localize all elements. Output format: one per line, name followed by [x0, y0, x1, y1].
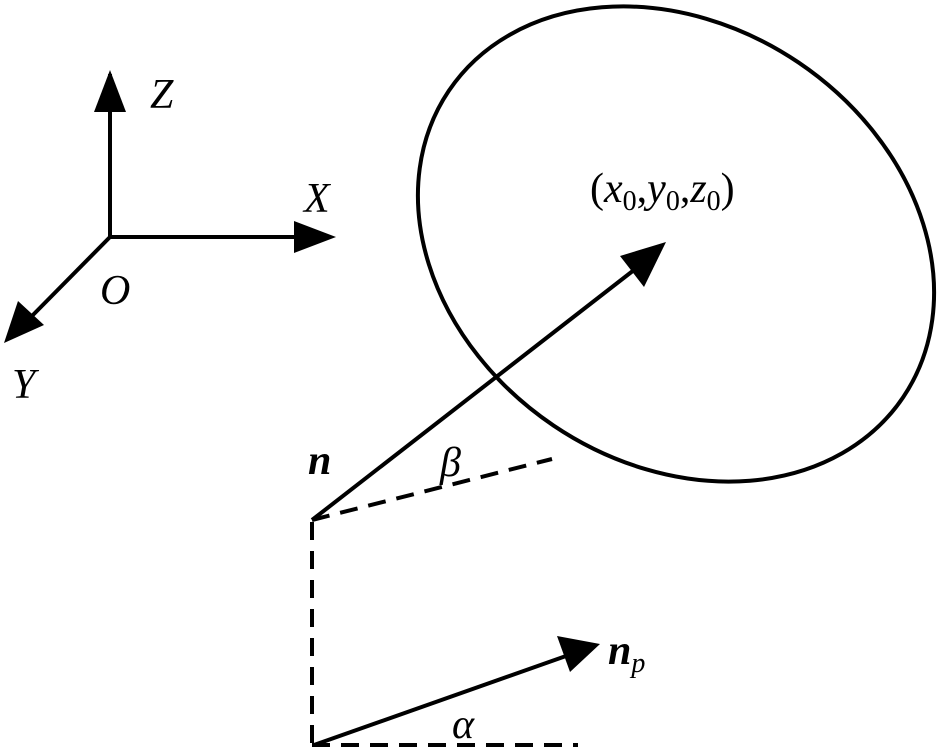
center-coordinates-label: (x0,y0,z0): [590, 166, 735, 217]
z-axis-label: Z: [150, 72, 174, 118]
coordinate-axes: Z X Y O: [4, 70, 336, 408]
target-ellipse: [415, 4, 937, 484]
projected-vector-arrowhead: [557, 636, 600, 672]
y-axis: [26, 235, 112, 322]
normal-vector: [310, 268, 636, 522]
projected-vector: [313, 654, 567, 747]
normal-vector-label: n: [308, 438, 331, 484]
beta-reference-dashed-line: [311, 457, 553, 522]
x-axis-label: X: [302, 176, 332, 222]
alpha-angle-label: α: [452, 702, 475, 748]
projected-vector-label: np: [608, 628, 645, 679]
normal-vector-arrowhead: [620, 242, 666, 287]
origin-label: O: [100, 268, 130, 314]
x-axis-arrowhead: [294, 221, 336, 253]
y-axis-label: Y: [12, 362, 40, 408]
y-axis-arrowhead: [4, 301, 44, 343]
beta-angle-label: β: [439, 440, 461, 486]
z-axis-arrowhead: [94, 70, 126, 112]
